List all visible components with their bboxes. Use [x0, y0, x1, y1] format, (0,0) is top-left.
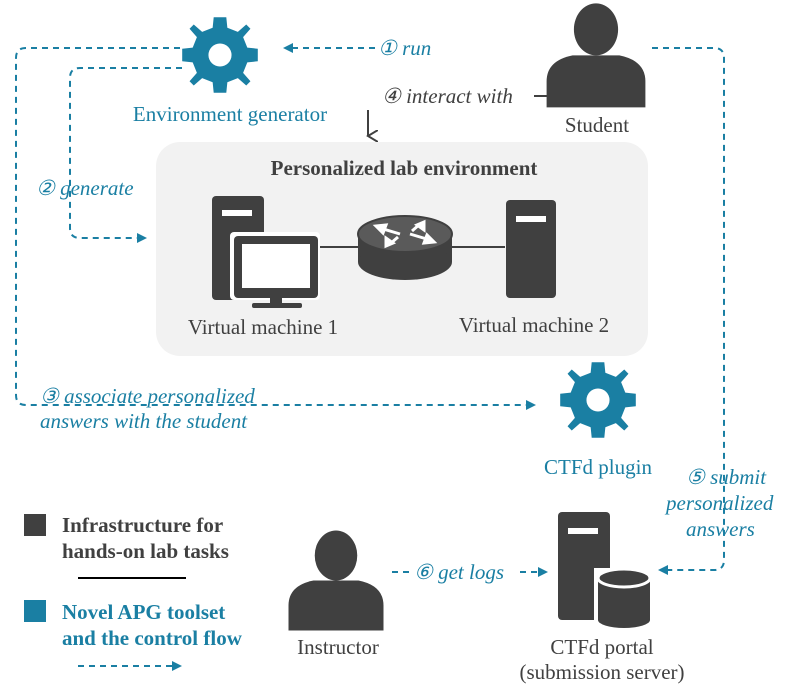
vm1-computer-icon	[212, 196, 320, 308]
step-submit-label-2: personalized	[666, 491, 774, 515]
legend-apg-swatch	[24, 600, 46, 622]
ctfd-portal-server-icon	[558, 512, 654, 628]
ctfd-portal-label: CTFd portal	[550, 635, 654, 659]
vm2-label: Virtual machine 2	[458, 313, 610, 337]
legend-infrastructure-label-1: Infrastructure for	[62, 513, 224, 537]
ctfd-plugin-label: CTFd plugin	[544, 455, 652, 479]
step-submit-label-3: answers	[686, 517, 755, 541]
step-associate-label-1: ③ associate personalized	[40, 384, 255, 408]
step-interact-label: ④ interact with	[382, 84, 513, 108]
router-icon	[357, 215, 453, 280]
step-generate-label: ② generate	[36, 176, 134, 200]
environment-generator-gear-icon	[182, 17, 258, 93]
legend-infrastructure-swatch	[24, 514, 46, 536]
student-label: Student	[564, 113, 630, 137]
ctfd-plugin-gear-icon	[560, 362, 636, 438]
generate-arrow	[69, 67, 182, 243]
legend-apg-label-1: Novel APG toolset	[62, 600, 226, 624]
associate-arrow	[15, 47, 536, 410]
environment-generator-label: Environment generator	[132, 102, 328, 126]
step-get-logs-label: ⑥ get logs	[414, 560, 504, 584]
submit-arrow	[652, 47, 725, 575]
step-run-label: ① run	[378, 36, 432, 60]
step-associate-label-2: answers with the student	[40, 409, 248, 433]
vm1-label: Virtual machine 1	[187, 315, 339, 339]
vm2-server-icon	[506, 200, 556, 298]
ctfd-portal-sublabel: (submission server)	[519, 660, 685, 684]
student-person-icon	[546, 3, 646, 108]
legend-infrastructure-label-2: hands-on lab tasks	[62, 539, 229, 563]
lab-environment-title: Personalized lab environment	[270, 156, 538, 180]
instructor-person-icon	[288, 530, 384, 631]
instructor-label: Instructor	[297, 635, 379, 659]
step-submit-label-1: ⑤ submit	[686, 465, 767, 489]
legend-apg-label-2: and the control flow	[62, 626, 242, 650]
